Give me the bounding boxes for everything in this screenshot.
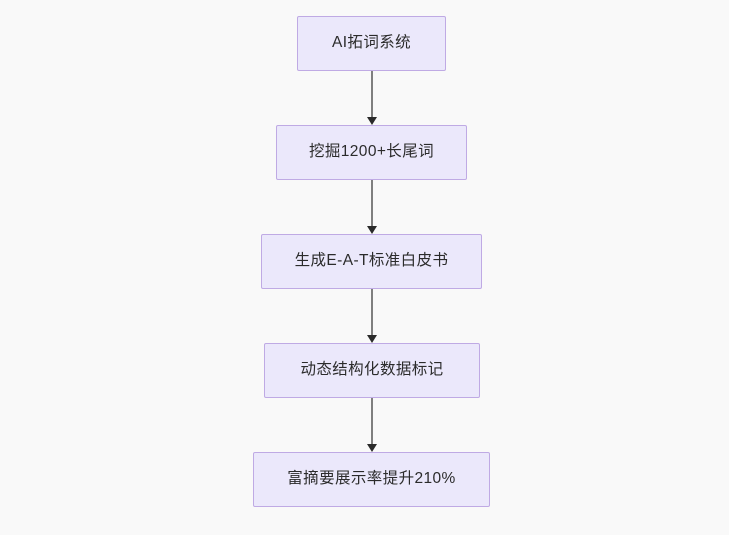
arrowhead-down-icon [367, 117, 377, 125]
flow-arrow-n2-to-n3 [367, 180, 377, 234]
arrow-line-icon [371, 71, 373, 118]
flow-arrow-n1-to-n2 [367, 71, 377, 125]
flow-node-n5[interactable]: 富摘要展示率提升210% [253, 452, 490, 507]
arrow-line-icon [371, 289, 373, 336]
flow-node-n1[interactable]: AI拓词系统 [297, 16, 446, 71]
flow-node-n4[interactable]: 动态结构化数据标记 [264, 343, 480, 398]
arrowhead-down-icon [367, 444, 377, 452]
arrowhead-down-icon [367, 226, 377, 234]
flow-node-n3[interactable]: 生成E-A-T标准白皮书 [261, 234, 482, 289]
arrowhead-down-icon [367, 335, 377, 343]
flow-node-label: 富摘要展示率提升210% [287, 470, 456, 488]
arrow-line-icon [371, 398, 373, 445]
flow-arrow-n4-to-n5 [367, 398, 377, 452]
flow-node-label: 动态结构化数据标记 [300, 361, 444, 379]
flow-node-n2[interactable]: 挖掘1200+长尾词 [276, 125, 467, 180]
flow-node-label: 生成E-A-T标准白皮书 [294, 252, 449, 270]
flow-node-label: 挖掘1200+长尾词 [308, 143, 435, 161]
arrow-line-icon [371, 180, 373, 227]
flow-arrow-n3-to-n4 [367, 289, 377, 343]
flow-node-label: AI拓词系统 [331, 34, 412, 52]
